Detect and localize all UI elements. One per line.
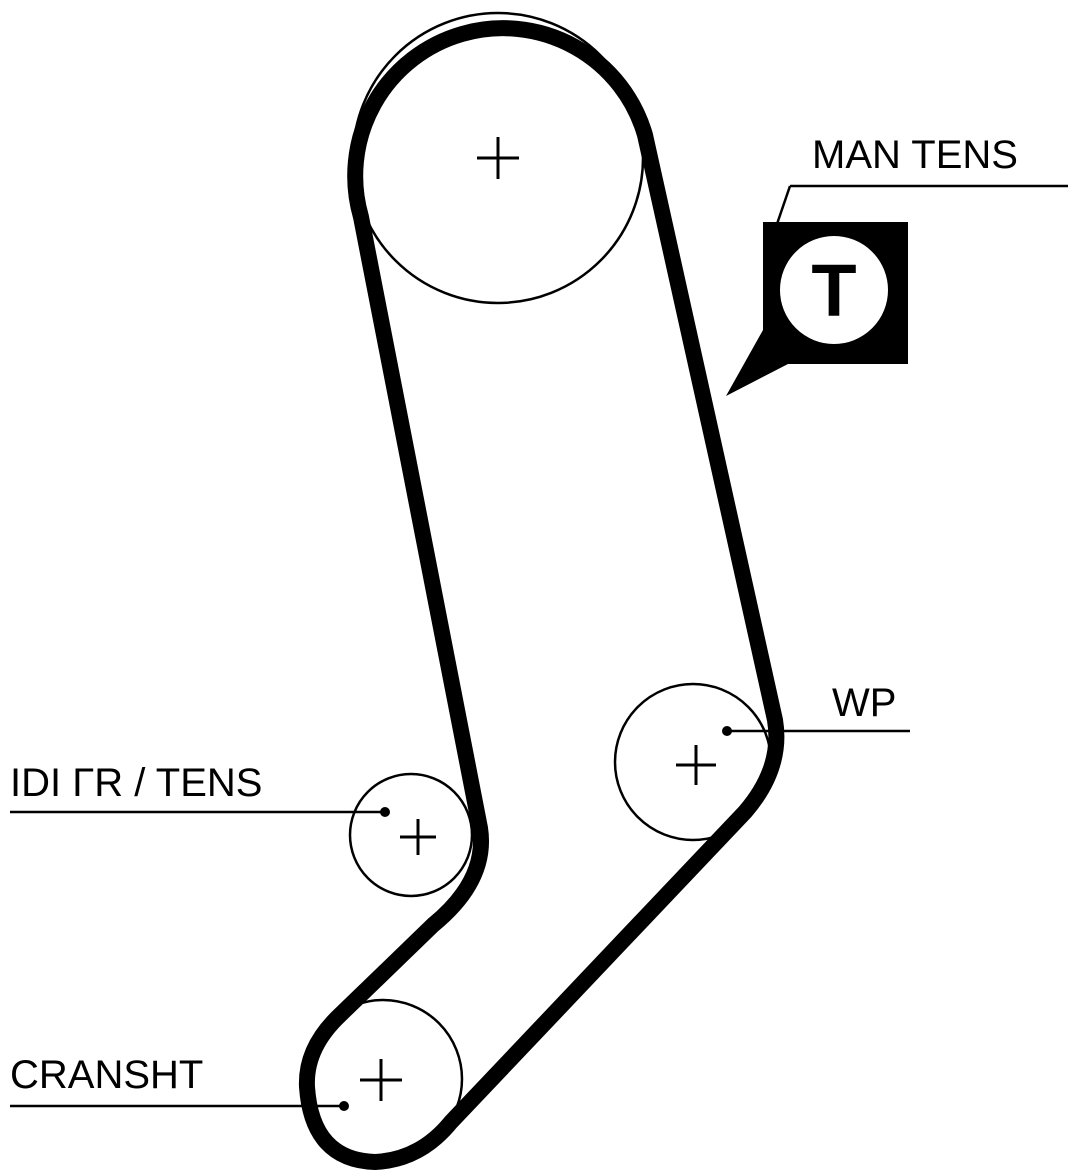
man-tens-label: MAN TENS	[812, 133, 1018, 177]
idler-center-cross	[400, 819, 436, 855]
callout-circle	[776, 232, 892, 348]
man-tens-leader-diagonal	[775, 185, 792, 225]
wp-leader-dot	[722, 726, 732, 736]
idler-tens-label: IDI ΓR / TENS	[10, 761, 262, 805]
water-pump-center-cross	[676, 745, 716, 785]
idler-leader-dot	[380, 807, 390, 817]
manual-tensioner-callout: T	[726, 222, 908, 396]
crankshaft-label: CRANSHT	[10, 1053, 203, 1097]
timing-belt	[298, 20, 785, 1170]
camshaft-center-cross	[477, 137, 519, 179]
tensioner-symbol: T	[811, 249, 856, 332]
crankshaft-leader-dot	[339, 1101, 349, 1111]
idler-tensioner-pulley	[348, 772, 474, 898]
wp-label: WP	[832, 681, 896, 725]
crankshaft-center-cross	[360, 1059, 402, 1101]
